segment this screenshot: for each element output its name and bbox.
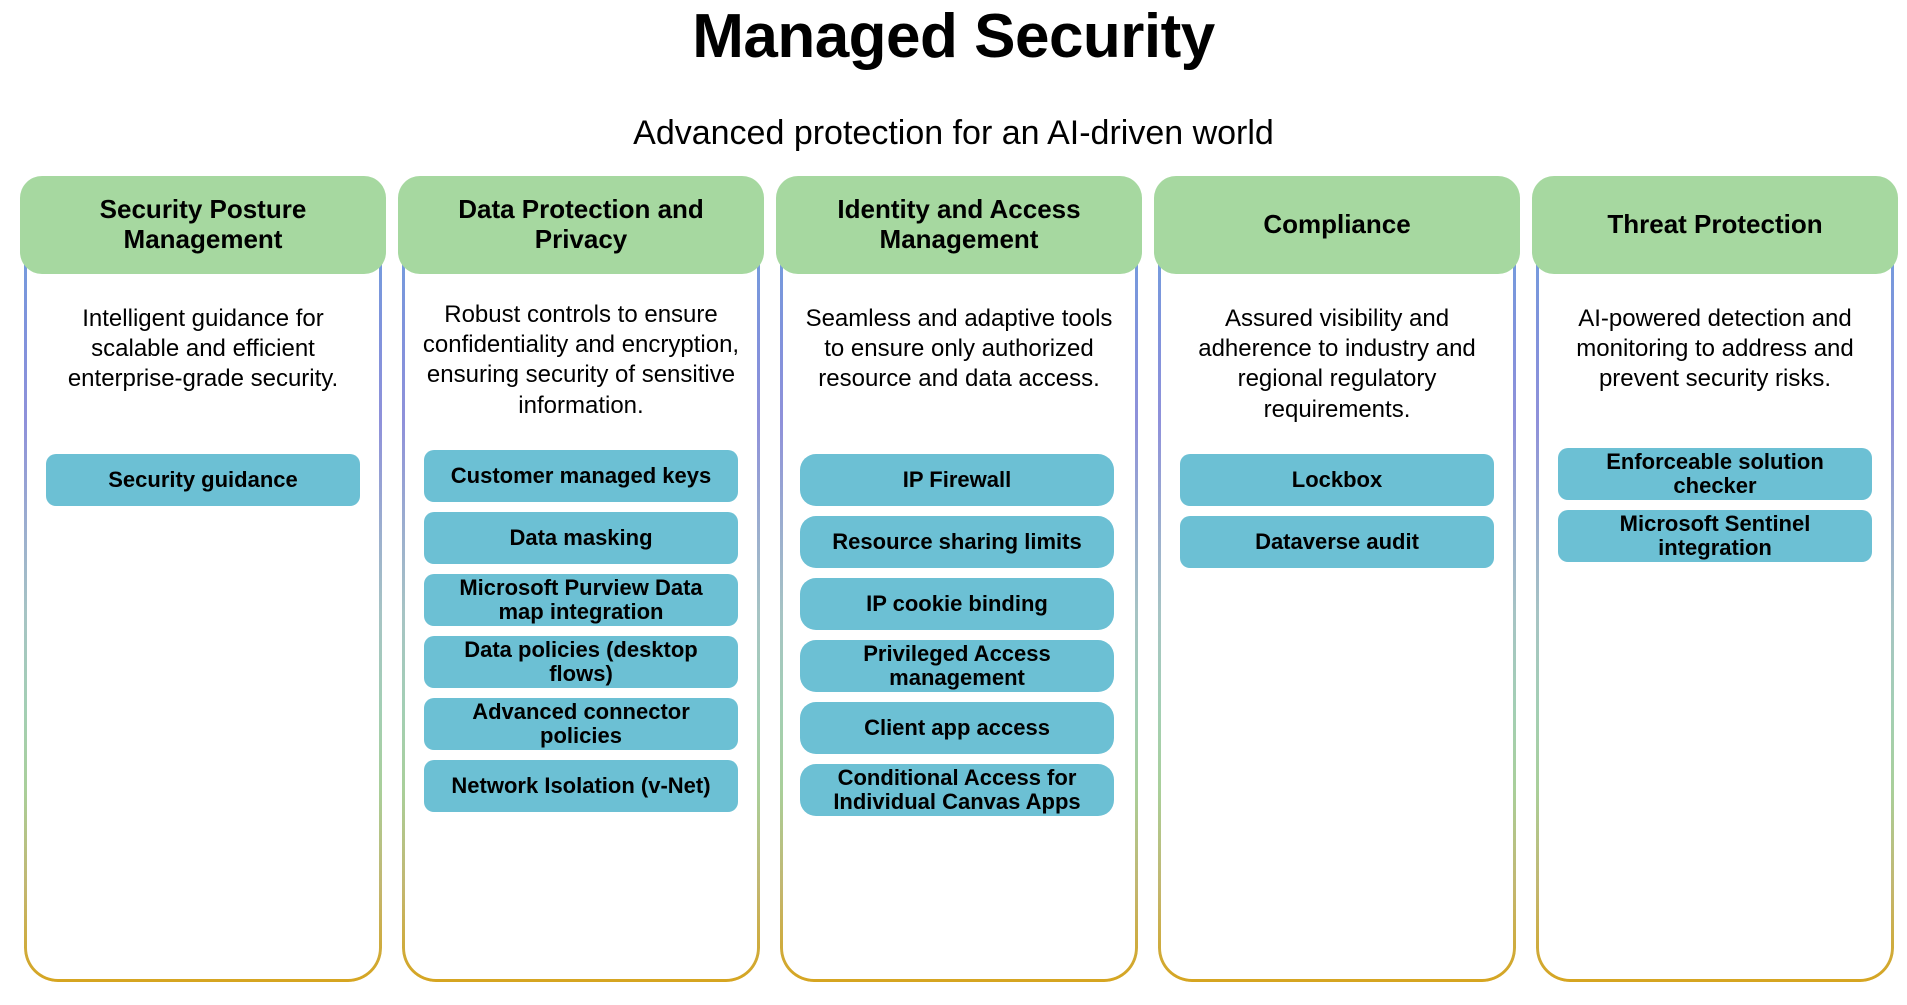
- feature-pill[interactable]: Resource sharing limits: [800, 516, 1114, 568]
- feature-pill[interactable]: Conditional Access for Individual Canvas…: [800, 764, 1114, 816]
- card-background: [1536, 182, 1894, 982]
- pillar-description: Seamless and adaptive tools to ensure on…: [805, 305, 1113, 393]
- feature-pill[interactable]: Client app access: [800, 702, 1114, 754]
- feature-pill[interactable]: IP cookie binding: [800, 578, 1114, 630]
- pillar-header-security-posture-management: Security Posture Management: [20, 176, 386, 274]
- card-background: [24, 182, 382, 982]
- feature-pill[interactable]: Privileged Access management: [800, 640, 1114, 692]
- pillar-card-data-protection-and-privacy[interactable]: Data Protection and Privacy Robust contr…: [398, 176, 764, 982]
- pillar-title: Threat Protection: [1607, 209, 1823, 240]
- pillar-description: AI-powered detection and monitoring to a…: [1576, 305, 1854, 393]
- feature-pill[interactable]: Data policies (desktop flows): [424, 636, 738, 688]
- pillar-description: Intelligent guidance for scalable and ef…: [67, 305, 339, 393]
- feature-pill[interactable]: Data masking: [424, 512, 738, 564]
- pillar-title: Identity and Access Management: [837, 194, 1081, 254]
- feature-pill[interactable]: Dataverse audit: [1180, 516, 1494, 568]
- pillar-header-compliance: Compliance: [1154, 176, 1520, 274]
- card-background: [1158, 182, 1516, 982]
- pillar-feature-list: Lockbox Dataverse audit: [1180, 454, 1494, 568]
- security-pillar-columns: Security Posture Management Intelligent …: [0, 176, 1907, 992]
- feature-pill[interactable]: Lockbox: [1180, 454, 1494, 506]
- pillar-card-compliance[interactable]: Compliance Assured visibility and adhere…: [1154, 176, 1520, 982]
- pillar-description: Assured visibility and adherence to indu…: [1198, 305, 1476, 423]
- feature-pill[interactable]: Security guidance: [46, 454, 360, 506]
- pillar-feature-list: IP Firewall Resource sharing limits IP c…: [800, 454, 1114, 816]
- feature-pill[interactable]: Network Isolation (v-Net): [424, 760, 738, 812]
- feature-pill[interactable]: Microsoft Sentinel integration: [1558, 510, 1872, 562]
- feature-pill[interactable]: Advanced connector policies: [424, 698, 738, 750]
- feature-pill[interactable]: Enforceable solution checker: [1558, 448, 1872, 500]
- pillar-card-identity-and-access-management[interactable]: Identity and Access Management Seamless …: [776, 176, 1142, 982]
- pillar-feature-list: Security guidance: [46, 454, 360, 506]
- page-subtitle: Advanced protection for an AI-driven wor…: [633, 114, 1274, 152]
- pillar-title: Data Protection and Privacy: [458, 194, 704, 254]
- feature-pill[interactable]: IP Firewall: [800, 454, 1114, 506]
- pillar-description: Robust controls to ensure confidentialit…: [422, 301, 740, 419]
- pillar-header-threat-protection: Threat Protection: [1532, 176, 1898, 274]
- pillar-feature-list: Customer managed keys Data masking Micro…: [424, 450, 738, 812]
- pillar-title: Security Posture Management: [99, 194, 307, 254]
- feature-pill[interactable]: Customer managed keys: [424, 450, 738, 502]
- page-title: Managed Security: [692, 2, 1215, 71]
- pillar-header-identity-and-access-management: Identity and Access Management: [776, 176, 1142, 274]
- pillar-title: Compliance: [1263, 209, 1411, 240]
- pillar-header-data-protection-and-privacy: Data Protection and Privacy: [398, 176, 764, 274]
- feature-pill[interactable]: Microsoft Purview Data map integration: [424, 574, 738, 626]
- pillar-feature-list: Enforceable solution checker Microsoft S…: [1558, 448, 1872, 562]
- page-header: Managed Security Advanced protection for…: [0, 0, 1907, 152]
- pillar-card-threat-protection[interactable]: Threat Protection AI-powered detection a…: [1532, 176, 1898, 982]
- pillar-card-security-posture-management[interactable]: Security Posture Management Intelligent …: [20, 176, 386, 982]
